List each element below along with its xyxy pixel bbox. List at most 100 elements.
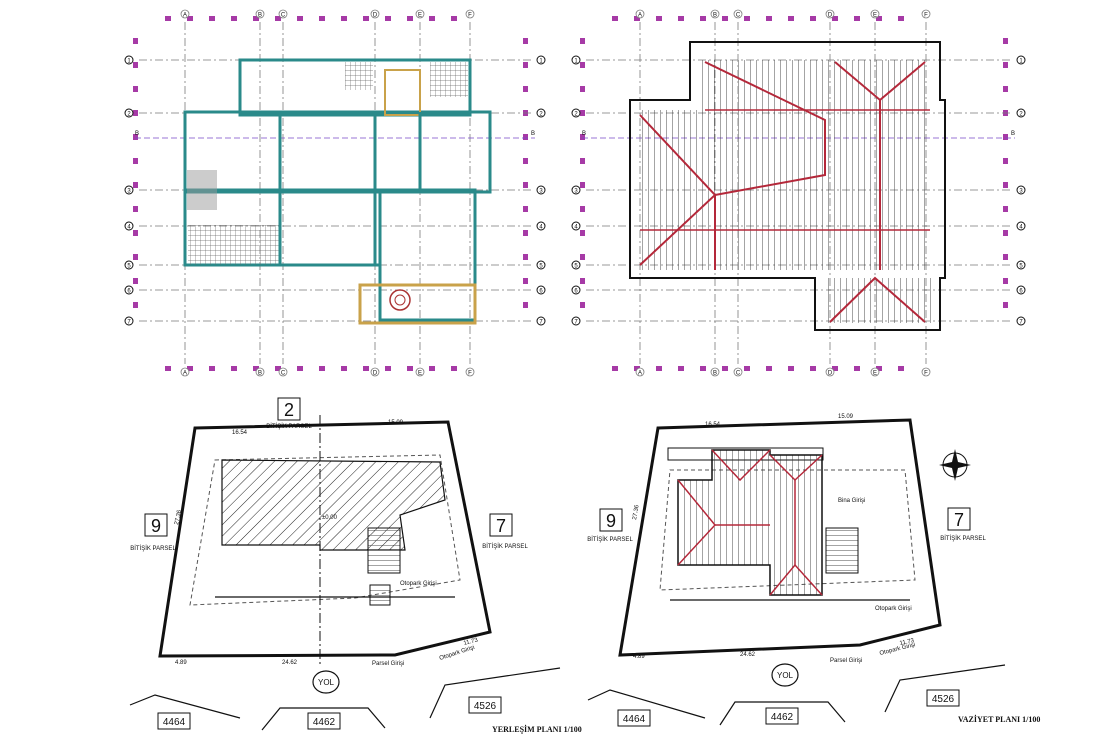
dimension-tick — [297, 16, 303, 21]
east-parcel-label: BİTİŞİK PARSEL — [482, 543, 528, 550]
dimension-tick — [1003, 158, 1008, 164]
grid-bubble-label: 1 — [574, 59, 578, 65]
dimension-tick — [133, 182, 138, 188]
grid-bubble-label: C — [281, 371, 286, 377]
dimension-tick — [187, 16, 193, 21]
dimension-tick — [580, 230, 585, 236]
dimension-tick — [898, 16, 904, 21]
dim-bottom-left-vz: 4.89 — [633, 654, 645, 660]
grid-bubble — [571, 316, 581, 326]
dimension-tick — [634, 366, 640, 371]
dimension-tick — [523, 278, 528, 284]
grid-bubble-label: D — [828, 371, 833, 377]
grid-bubble — [635, 367, 645, 377]
grid-bubble — [710, 9, 720, 19]
dim-bottom-right: 11.73 — [463, 637, 479, 647]
grid-bubble-label: 6 — [1019, 289, 1023, 295]
dimension-tick — [253, 366, 259, 371]
dimension-tick — [832, 366, 838, 371]
dimension-tick — [523, 206, 528, 212]
section-marker-label: B — [531, 131, 535, 137]
dimension-tick — [319, 16, 325, 21]
section-marker-label: B — [1011, 131, 1015, 137]
north-arrow-icon — [939, 449, 971, 481]
grid-bubble — [415, 367, 425, 377]
dimension-tick — [429, 366, 435, 371]
dim-bottom-vz: 24.62 — [740, 652, 756, 658]
grid-bubble-label: A — [638, 371, 642, 377]
dimension-tick — [898, 366, 904, 371]
grid-bubble — [1016, 260, 1026, 270]
dimension-tick — [133, 134, 138, 140]
grid-bubble-label: B — [713, 13, 717, 19]
east-parcel-number-vz: 7 — [954, 510, 964, 530]
grid-bubble-label: 4 — [127, 225, 131, 231]
grid-bubble — [536, 185, 546, 195]
grid-bubble-label: E — [418, 13, 422, 19]
grid-bubble — [1016, 55, 1026, 65]
dim-top-right: 15.09 — [388, 420, 404, 426]
neighbor-parcel-4462-vz: 4462 — [771, 712, 794, 723]
dimension-tick — [133, 206, 138, 212]
neighbor-parcel-4464-vz: 4464 — [623, 714, 646, 725]
dimension-tick — [1003, 254, 1008, 260]
grid-bubble-label: 7 — [539, 320, 543, 326]
grid-bubble-label: 2 — [127, 112, 131, 118]
dimension-tick — [580, 254, 585, 260]
dimension-tick — [700, 16, 706, 21]
grid-bubble — [571, 285, 581, 295]
grid-bubble-label: 4 — [1019, 225, 1023, 231]
dimension-tick — [1003, 62, 1008, 68]
parking-entry-bottom: Otopark Girişi — [439, 645, 476, 662]
grid-bubble-label: 1 — [1019, 59, 1023, 65]
dimension-tick — [612, 16, 618, 21]
parking-entry-right-vz: Otopark Girişi — [875, 606, 912, 612]
dimension-tick — [876, 366, 882, 371]
neighbor-parcel-4526-vz: 4526 — [932, 694, 955, 705]
neighbor-parcels: 4464 4462 4526 4464 4462 4526 — [129, 664, 1006, 731]
grid-bubble-label: B — [713, 371, 717, 377]
grid-bubble — [1016, 316, 1026, 326]
dimension-tick — [1003, 182, 1008, 188]
dimension-tick — [656, 16, 662, 21]
dimension-tick — [580, 206, 585, 212]
grid-bubble-label: 5 — [539, 264, 543, 270]
dimension-tick — [580, 62, 585, 68]
dimension-tick — [165, 16, 171, 21]
dimension-tick — [253, 16, 259, 21]
dimension-tick — [319, 366, 325, 371]
grid-bubble — [124, 260, 134, 270]
dimension-tick — [523, 62, 528, 68]
dimension-tick — [722, 366, 728, 371]
grid-bubble — [415, 9, 425, 19]
grid-bubble-label: 2 — [1019, 112, 1023, 118]
dimension-tick — [1003, 134, 1008, 140]
dimension-tick — [722, 16, 728, 21]
section-marker-label: B — [582, 131, 586, 137]
dimension-tick — [165, 366, 171, 371]
dimension-tick — [297, 366, 303, 371]
grid-bubble — [635, 9, 645, 19]
grid-bubble — [124, 316, 134, 326]
dimension-tick — [133, 62, 138, 68]
grid-bubble-label: 7 — [127, 320, 131, 326]
grid-bubble — [124, 221, 134, 231]
dimension-tick — [766, 16, 772, 21]
section-marker-label: B — [135, 131, 139, 137]
west-parcel-number-vz: 9 — [606, 511, 616, 531]
parcel-entry: Parsel Girişi — [372, 661, 404, 667]
dimension-tick — [209, 16, 215, 21]
floor-plan-walls — [183, 58, 492, 325]
dimension-tick — [523, 86, 528, 92]
grid-bubble-label: 1 — [127, 59, 131, 65]
dimension-tick — [744, 366, 750, 371]
grid-bubble — [255, 9, 265, 19]
grid-bubble — [465, 9, 475, 19]
dimension-tick — [133, 86, 138, 92]
site-plan-title: VAZİYET PLANI 1/100 — [958, 714, 1040, 724]
dimension-tick — [523, 254, 528, 260]
grid-bubble — [825, 9, 835, 19]
dimension-tick — [766, 366, 772, 371]
east-parcel-label-vz: BİTİŞİK PARSEL — [940, 535, 986, 542]
grid-bubble — [370, 9, 380, 19]
